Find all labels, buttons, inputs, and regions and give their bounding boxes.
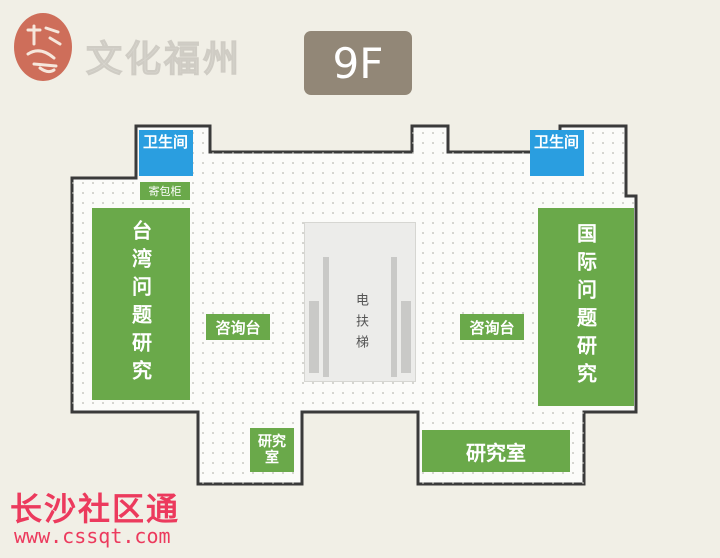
- escalator-area: 电扶梯: [304, 222, 416, 382]
- restroom-right-label: 卫生间: [534, 133, 580, 151]
- research-small-label: 研究室: [258, 434, 286, 466]
- restroom-left: 卫生间: [139, 130, 193, 176]
- locker: 寄包柜: [140, 182, 190, 200]
- research-room-small: 研究室: [250, 428, 294, 472]
- taiwan-research-label: 台湾问题研究: [128, 220, 153, 388]
- escalator-rail: [323, 257, 329, 377]
- floor-badge: 9F: [304, 31, 412, 95]
- brand-title: 文化福州: [85, 39, 243, 81]
- info-desk-right: 咨询台: [460, 314, 524, 340]
- restroom-right: 卫生间: [530, 130, 584, 176]
- info-desk-right-label: 咨询台: [469, 318, 515, 337]
- info-desk-left-label: 咨询台: [215, 318, 261, 337]
- escalator-rail: [391, 257, 397, 377]
- intl-research-room: 国际问题研究: [538, 208, 634, 406]
- escalator-rail: [309, 301, 319, 373]
- logo-seal: [14, 13, 72, 81]
- intl-research-label: 国际问题研究: [573, 223, 598, 391]
- escalator-rail: [401, 301, 411, 373]
- locker-label: 寄包柜: [148, 185, 182, 198]
- restroom-left-label: 卫生间: [143, 133, 189, 151]
- research-large-label: 研究室: [466, 440, 526, 465]
- watermark-url: www.cssqt.com: [14, 524, 171, 548]
- watermark-name: 长沙社区通: [10, 490, 181, 528]
- escalator-label: 电扶梯: [353, 293, 368, 356]
- info-desk-left: 咨询台: [206, 314, 270, 340]
- research-room-large: 研究室: [422, 430, 570, 472]
- taiwan-research-room: 台湾问题研究: [92, 208, 190, 400]
